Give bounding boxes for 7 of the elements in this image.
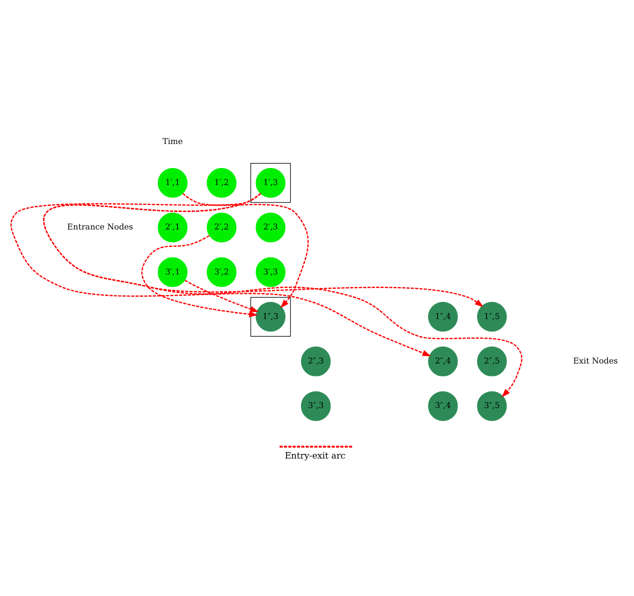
arrow bbox=[182, 192, 309, 308]
legend-label: Entry-exit arc bbox=[284, 450, 346, 461]
arrow bbox=[141, 234, 258, 317]
cluster bbox=[250, 162, 291, 202]
arrow bbox=[184, 279, 259, 312]
arrow bbox=[44, 192, 522, 397]
arrow bbox=[10, 192, 432, 356]
